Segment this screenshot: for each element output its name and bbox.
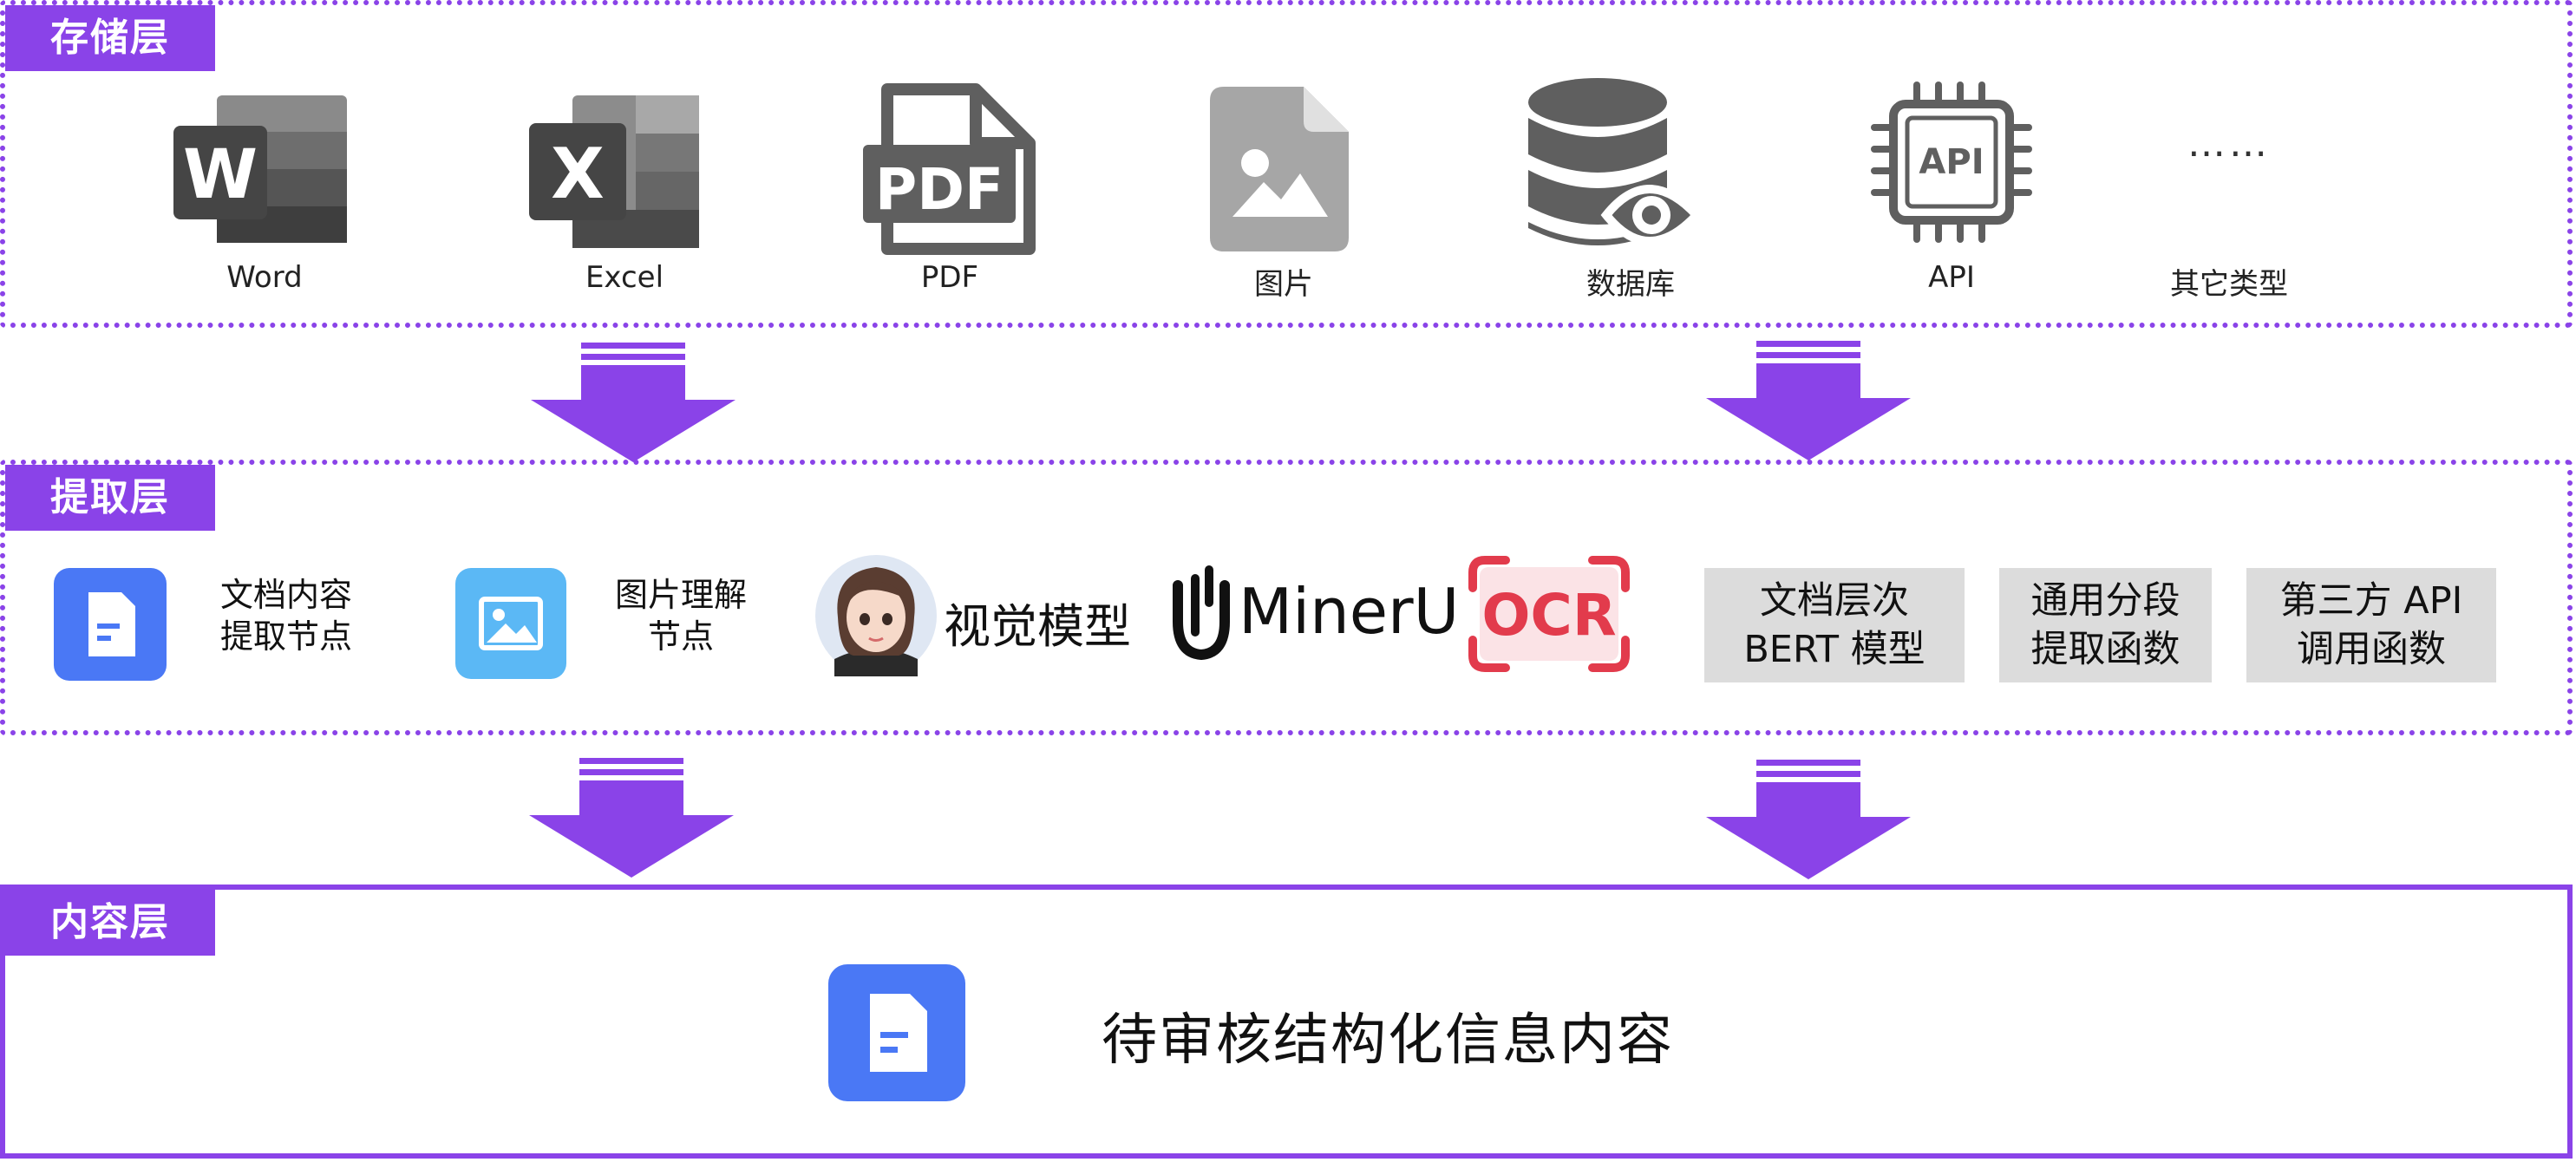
svg-text:X: X [551, 134, 605, 214]
storage-label-database: 数据库 [1586, 267, 1675, 302]
document-icon [54, 568, 167, 684]
arrow-down-right-2 [1704, 760, 1912, 881]
storage-item-image [1210, 87, 1349, 251]
storage-layer: 存储层 [0, 0, 2573, 328]
content-layer: 内容层 [0, 885, 2573, 1159]
bert-model-box: 文档层次 BERT 模型 [1704, 568, 1965, 682]
image-understanding-node [455, 568, 566, 679]
avatar-icon [815, 555, 937, 680]
ellipsis-icon: …… [2187, 121, 2271, 166]
mineru-label: MinerU [1239, 575, 1460, 648]
storage-item-database [1527, 76, 1703, 258]
storage-label-pdf: PDF [920, 260, 979, 295]
storage-item-word: W [173, 87, 356, 299]
vision-model-label: 视觉模型 [944, 599, 1131, 654]
svg-text:OCR: OCR [1481, 582, 1616, 649]
third-party-api-box: 第三方 API 调用函数 [2246, 568, 2496, 682]
storage-layer-tag: 存储层 [5, 5, 215, 71]
arrow-down-right-1 [1704, 341, 1912, 462]
extraction-layer-tag: 提取层 [5, 465, 215, 531]
storage-label-other: 其它类型 [2170, 267, 2288, 302]
arrow-down-left-2 [527, 758, 736, 879]
excel-icon: X [529, 95, 703, 251]
ocr-icon: OCR [1466, 553, 1632, 675]
storage-label-word: Word [226, 260, 303, 295]
picture-icon [455, 568, 566, 682]
storage-item-api: API [1869, 80, 2034, 245]
extraction-layer: 提取层 [0, 460, 2573, 735]
image-understanding-label: 图片理解 节点 [614, 576, 747, 656]
pdf-icon: PDF [863, 83, 1036, 259]
vision-model-avatar [815, 555, 937, 676]
content-title: 待审核结构化信息内容 [1102, 1009, 1674, 1073]
api-chip-icon: API [1869, 82, 2034, 248]
doc-extraction-label: 文档内容 提取节点 [219, 576, 352, 656]
document-icon [828, 964, 965, 1105]
storage-label-image: 图片 [1254, 267, 1313, 302]
storage-label-excel: Excel [585, 260, 664, 295]
database-eye-icon [1527, 78, 1703, 262]
image-file-icon [1210, 87, 1349, 255]
doc-extraction-node [54, 568, 167, 681]
mineru-logo-icon [1171, 559, 1232, 663]
svg-text:W: W [183, 136, 258, 214]
content-document-node [828, 964, 965, 1101]
segment-function-box: 通用分段 提取函数 [1999, 568, 2212, 682]
svg-text:PDF: PDF [875, 156, 1004, 223]
arrow-down-left-1 [529, 343, 737, 464]
svg-text:API: API [1919, 142, 1984, 182]
storage-item-excel: X [529, 87, 703, 251]
storage-item-pdf: PDF [863, 82, 1036, 256]
storage-label-api: API [1928, 260, 1975, 295]
word-icon: W [173, 95, 356, 246]
content-layer-tag: 内容层 [5, 890, 215, 956]
